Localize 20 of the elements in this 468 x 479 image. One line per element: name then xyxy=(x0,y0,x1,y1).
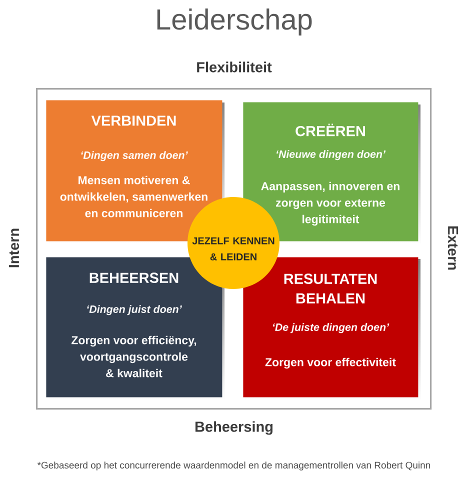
axis-label: Intern xyxy=(8,228,20,268)
quadrant-motto: ‘Dingen juist doen’ xyxy=(87,305,182,316)
axis-label: Flexibiliteit xyxy=(197,62,272,72)
quadrant-motto: ‘Nieuwe dingen doen’ xyxy=(276,150,386,160)
quadrant-heading: CREËREN xyxy=(296,124,365,136)
quadrant-description: Zorgen voor effectiviteit xyxy=(265,358,396,369)
axis-label: Beheersing xyxy=(195,421,272,435)
outer-frame xyxy=(36,88,432,410)
circle-label: JEZELF KENNEN & LEIDEN xyxy=(192,237,274,260)
quadrant-heading: VERBINDEN xyxy=(91,116,176,126)
title: Leiderschap xyxy=(157,8,312,36)
quadrant-description: Mensen motiveren & ontwikkelen, samenwerken en communiceren xyxy=(60,176,208,218)
quadrant-description: Aanpassen, innoveren en zorgen voor externe legitimiteit xyxy=(261,182,400,226)
quadrant-motto: ‘Dingen samen doen’ xyxy=(81,151,188,162)
quadrant-heading: RESULTATEN BEHALEN xyxy=(284,274,377,304)
axis-label: Extern xyxy=(448,226,458,270)
quadrant-description: Zorgen voor efficiëncy, voortgangscontrole & kwaliteit xyxy=(72,336,196,378)
footnote: *Gebaseerd op het concurrerende waardenmodel en de managementrollen van Robert Quinn xyxy=(37,462,430,470)
quadrant-heading: BEHEERSEN xyxy=(90,272,178,283)
quadrant-motto: ‘De juiste dingen doen’ xyxy=(272,323,390,334)
